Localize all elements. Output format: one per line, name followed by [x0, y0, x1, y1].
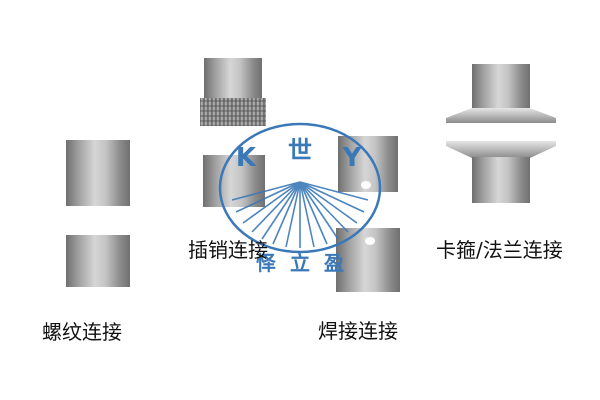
company-logo: K 世 Y 怿 立 盈 — [218, 122, 382, 275]
clamp-flange-fitting — [446, 64, 556, 203]
pin-threaded-section — [200, 98, 266, 126]
pin-lower-pipe — [203, 155, 265, 207]
threaded-connection-label: 螺纹连接 — [42, 320, 122, 344]
logo-character-2: 立 — [290, 251, 310, 275]
pin-fitting — [200, 58, 266, 207]
logo-letter-center: 世 — [288, 136, 312, 164]
welded-connection-label: 焊接连接 — [318, 319, 398, 343]
logo-sunburst-rays — [231, 181, 369, 248]
welded-fitting — [336, 136, 400, 292]
clamp-lower-pipe — [472, 157, 530, 203]
logo-character-3: 盈 — [323, 251, 344, 275]
pin-connection-label: 插销连接 — [188, 238, 268, 262]
logo-ring — [218, 122, 382, 254]
clamp-flange-connection-label: 卡箍/法兰连接 — [436, 238, 563, 262]
pin-upper-pipe — [204, 58, 262, 98]
threaded-upper-pipe — [66, 140, 130, 206]
logo-letter-k: K — [236, 143, 257, 173]
clamp-lower-flange — [446, 141, 556, 158]
welded-upper-hole — [361, 181, 371, 189]
threaded-fitting — [66, 140, 130, 287]
threaded-lower-pipe — [66, 235, 130, 287]
clamp-upper-flange — [446, 108, 556, 123]
logo-character-1: 怿 — [256, 251, 277, 275]
logo-letter-y: Y — [342, 143, 363, 173]
welded-lower-hole — [365, 237, 375, 245]
clamp-upper-pipe — [472, 64, 530, 112]
